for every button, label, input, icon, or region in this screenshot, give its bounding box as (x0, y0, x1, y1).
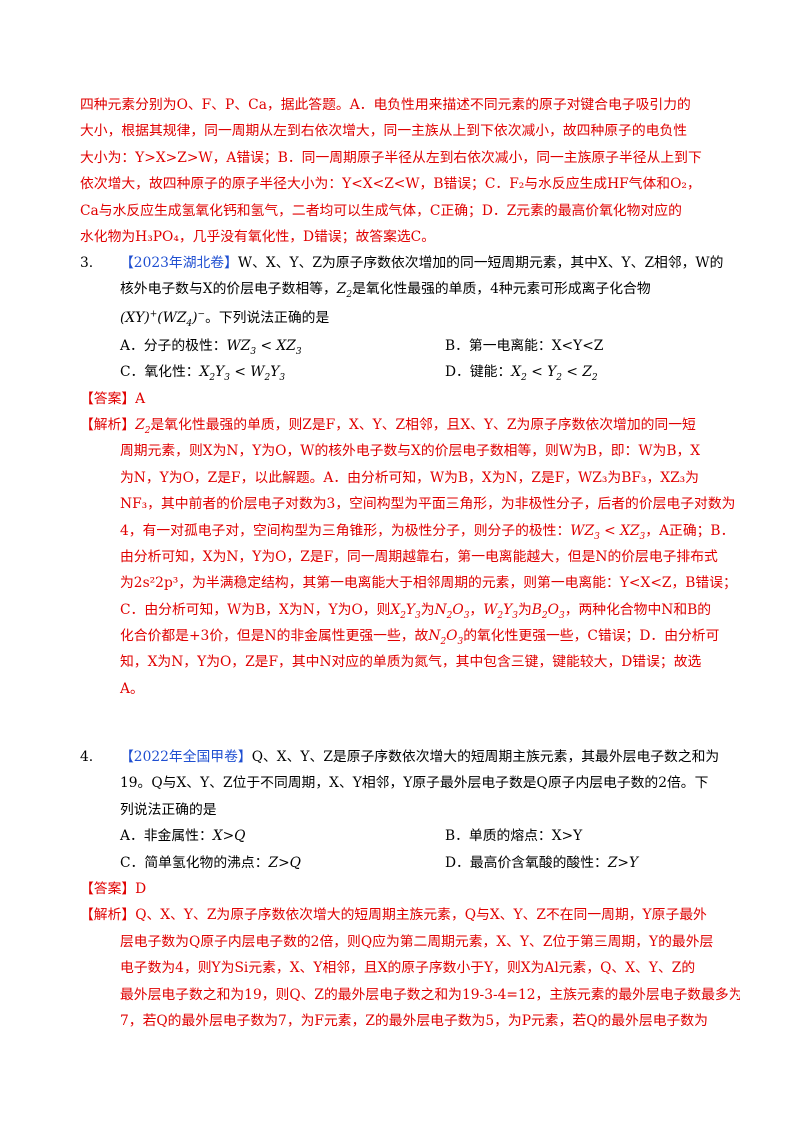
analysis-line: 由分析可知，X为N，Y为O，Z是F，同一周期越靠右，第一电离能越大，但是N的价层… (120, 548, 718, 565)
analysis-text: 的氧化性更强一些，C错误；D．由分析可 (463, 628, 720, 645)
question-4: 4. 【2022年全国甲卷】Q、X、Y、Z是原子序数依次增大的短周期主族元素，其最… (80, 744, 740, 1034)
option-d: D．键能：X2 < Y2 < Z2 (405, 359, 740, 385)
option-label: D．最高价含氧酸的酸性： (445, 854, 608, 871)
analysis-line: 为N，Y为O，Z是F，以此解题。A．由分析可知，W为B，X为N，Z是F，WZ₃为… (120, 469, 699, 486)
analysis-line: 电子数为4，则Y为Si元素，X、Y相邻，且X的原子序数小于Y，则X为Al元素，Q… (120, 960, 696, 977)
formula: WZ3 < XZ3 (570, 522, 646, 542)
option-d: D．最高价含氧酸的酸性：Z>Y (405, 850, 740, 876)
question-number: 4. (80, 749, 94, 765)
formula: Z>Q (268, 854, 301, 871)
formula: Z>Y (607, 854, 639, 871)
analysis-text: 4，有一对孤电子对，空间构型为三角锥形，为极性分子，则分子的极性： (120, 522, 571, 539)
formula: WZ3 < XZ3 (226, 337, 302, 357)
option-label: C．简单氢化物的沸点： (120, 854, 269, 871)
q3-stem-line-3: (XY)+(WZ4)−。下列说法正确的是 (80, 303, 740, 333)
option-b: B．单质的熔点：X>Y (445, 828, 583, 845)
stem-text: 是氧化性最强的单质，4种元素可形成离子化合物 (352, 281, 651, 298)
analysis-line: 【解析】Q、X、Y、Z为原子序数依次增大的短周期主族元素，Q与X、Y、Z不在同一… (80, 902, 740, 928)
formula: W2Y3 (483, 601, 518, 621)
analysis-line: 化合价都是+3价，但是N的非金属性更强一些，故N2O3的氧化性更强一些，C错误；… (80, 623, 740, 649)
option-a: A．分子的极性：WZ3 < XZ3 (80, 333, 405, 359)
formula: X>Q (212, 828, 246, 845)
q4-stem-line-3: 列说法正确的是 (120, 801, 217, 818)
analysis-line: 最外层电子数之和为19，则Q、Z的最外层电子数之和为19-3-4=12，主族元素… (120, 986, 740, 1003)
q4-options-row-1: A．非金属性：X>Q B．单质的熔点：X>Y (80, 823, 740, 849)
option-label: A．分子的极性： (120, 337, 227, 354)
stem-text: 。下列说法正确的是 (205, 309, 330, 326)
question-source: 【2023年湖北卷】 (120, 255, 238, 271)
formula: N2O3 (434, 601, 470, 621)
analysis-text: C．由分析可知，W为B，X为N，Y为O，则 (120, 601, 391, 618)
analysis-text: 是氧化性最强的单质，则Z是F，X、Y、Z相邻，且X、Y、Z为原子序数依次增加的同… (150, 416, 696, 433)
option-a: A．非金属性：X>Q (80, 823, 405, 849)
formula: N2O3 (428, 628, 464, 647)
analysis-line: 【解析】Z2是氧化性最强的单质，则Z是F，X、Y、Z相邻，且X、Y、Z为原子序数… (80, 412, 740, 438)
q3-stem-line-1: 3. 【2023年湖北卷】W、X、Y、Z为原子序数依次增加的同一短周期元素，其中X… (80, 250, 740, 276)
text-line: 四种元素分别为O、F、P、Ca，据此答题。A．电负性用来描述不同元素的原子对键合… (80, 97, 691, 113)
option-c: C．简单氢化物的沸点：Z>Q (80, 850, 405, 876)
stem-text: 核外电子数与X的价层电子数相等， (120, 281, 337, 298)
text-line: 大小为：Y>X>Z>W，A错误；B．同一周期原子半径从左到右依次减小，同一主族原… (80, 149, 702, 166)
formula: X2Y3 (390, 601, 421, 621)
analysis-label: 【解析】 (80, 416, 136, 433)
q4-analysis: 【解析】Q、X、Y、Z为原子序数依次增大的短周期主族元素，Q与X、Y、Z不在同一… (80, 902, 740, 1034)
option-c: C．氧化性：X2Y3 < W2Y3 (80, 359, 405, 385)
q3-analysis: 【解析】Z2是氧化性最强的单质，则Z是F，X、Y、Z相邻，且X、Y、Z为原子序数… (80, 412, 740, 702)
analysis-text: ， (469, 601, 484, 618)
analysis-label: 【解析】 (80, 907, 136, 924)
formula: X2 < Y2 < Z2 (511, 364, 598, 383)
formula: B2O3 (531, 601, 565, 621)
formula-z2: Z2 (336, 281, 353, 301)
q4-stem-line-1: 4. 【2022年全国甲卷】Q、X、Y、Z是原子序数依次增大的短周期主族元素，其最… (80, 744, 740, 770)
q4-answer: 【答案】D (80, 880, 147, 897)
option-b: B．第一电离能：X<Y<Z (445, 337, 604, 354)
analysis-text: ，A正确；B． (645, 522, 735, 539)
text-line: 大小，根据其规律，同一周期从左到右依次增大，同一主族从上到下依次减小，故四种原子… (80, 123, 688, 140)
stem-text: Q、X、Y、Z是原子序数依次增大的短周期主族元素，其最外层电子数之和为 (251, 749, 720, 765)
q2-explanation: 四种元素分别为O、F、P、Ca，据此答题。A．电负性用来描述不同元素的原子对键合… (80, 92, 740, 250)
text-line: Ca与水反应生成氢氧化钙和氢气，二者均可以生成气体，C正确；D．Z元素的最高价氧… (80, 202, 682, 219)
analysis-text: 为 (420, 601, 435, 618)
q3-answer: 【答案】A (80, 390, 146, 407)
option-label: D．键能： (445, 364, 512, 381)
analysis-line: C．由分析可知，W为B，X为N，Y为O，则X2Y3为N2O3，W2Y3为B2O3… (80, 597, 740, 623)
q4-options-row-2: C．简单氢化物的沸点：Z>Q D．最高价含氧酸的酸性：Z>Y (80, 850, 740, 876)
question-source: 【2022年全国甲卷】 (120, 749, 252, 765)
analysis-line: 知，X为N，Y为O，Z是F，其中N对应的单质为氮气，其中包含三键，键能较大，D错… (120, 654, 702, 671)
option-label: A．非金属性： (120, 828, 213, 845)
q4-stem-line-2: 19。Q与X、Y、Z位于不同周期，X、Y相邻，Y原子最外层电子数是Q原子内层电子… (120, 775, 709, 792)
q3-options-row-2: C．氧化性：X2Y3 < W2Y3 D．键能：X2 < Y2 < Z2 (80, 359, 740, 385)
text-line: 依次增大，故四种原子的原子半径大小为：Y<X<Z<W，B错误；C．F₂与水反应生… (80, 176, 701, 193)
stem-text: W、X、Y、Z为原子序数依次增加的同一短周期元素，其中X、Y、Z相邻，W的 (237, 255, 724, 271)
analysis-text: 化合价都是+3价，但是N的非金属性更强一些，故 (120, 628, 429, 645)
q3-options-row-1: A．分子的极性：WZ3 < XZ3 B．第一电离能：X<Y<Z (80, 333, 740, 359)
formula-ionic-compound: (XY)+(WZ4)− (120, 309, 206, 329)
analysis-line: NF₃，其中前者的价层电子对数为3，空间构型为平面三角形，为非极性分子，后者的价… (120, 496, 736, 513)
analysis-line: 周期元素，则X为N，Y为O，W的核外电子数与X的价层电子数相等，则W为B，即：W… (120, 443, 701, 460)
analysis-line: A。 (120, 680, 144, 697)
question-number: 3. (80, 255, 94, 271)
analysis-line: 4，有一对孤电子对，空间构型为三角锥形，为极性分子，则分子的极性：WZ3 < X… (80, 518, 740, 544)
analysis-line: 为2s²2p³，为半满稳定结构，其第一电离能大于相邻周期的元素，则第一电离能：Y… (120, 575, 737, 592)
q3-stem-line-2: 核外电子数与X的价层电子数相等，Z2是氧化性最强的单质，4种元素可形成离子化合物 (80, 276, 740, 302)
analysis-text: 为 (517, 601, 532, 618)
analysis-line: 层电子数为Q原子内层电子数的2倍，则Q应为第二周期元素，X、Y、Z位于第三周期，… (120, 933, 714, 950)
option-label: C．氧化性： (120, 364, 200, 381)
analysis-text: Q、X、Y、Z为原子序数依次增大的短周期主族元素，Q与X、Y、Z不在同一周期，Y… (135, 907, 707, 924)
formula-z2: Z2 (135, 416, 151, 436)
question-3: 3. 【2023年湖北卷】W、X、Y、Z为原子序数依次增加的同一短周期元素，其中X… (80, 250, 740, 702)
text-line: 水化物为H₃PO₄，几乎没有氧化性，D错误；故答案选C。 (80, 228, 436, 245)
analysis-line: 7，若Q的最外层电子数为7，为F元素，Z的最外层电子数为5，为P元素，若Q的最外… (120, 1012, 708, 1029)
analysis-text: ，两种化合物中N和B的 (564, 601, 712, 618)
formula: X2Y3 < W2Y3 (199, 364, 286, 383)
